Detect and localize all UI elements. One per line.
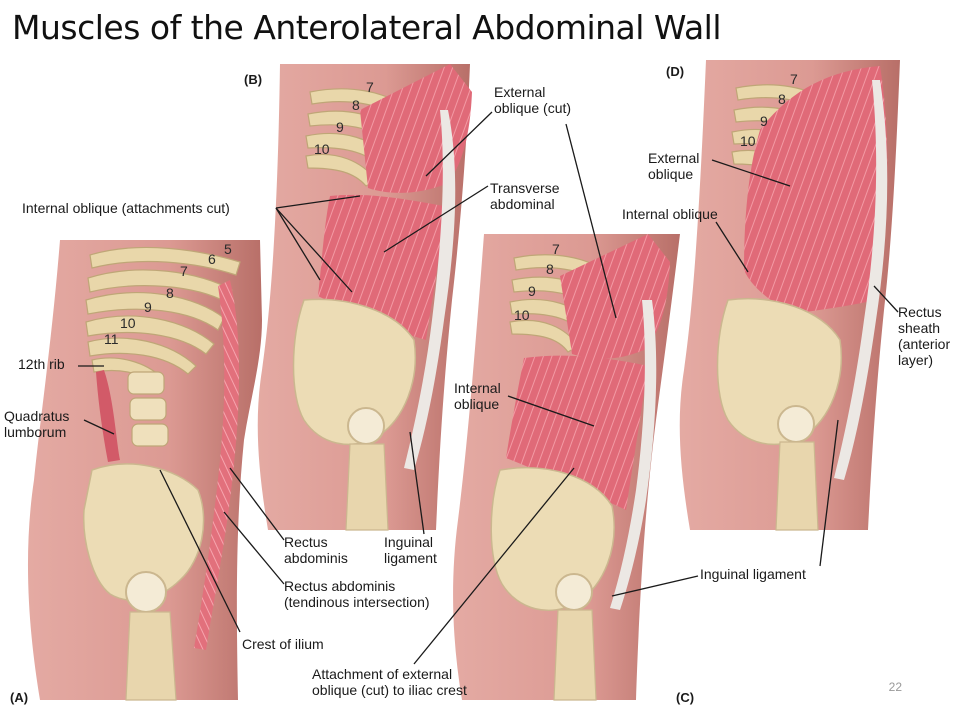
rib-number-b-7: 7 <box>366 79 374 95</box>
rib-number-b-10: 10 <box>314 141 330 157</box>
rib-number-d-10: 10 <box>740 133 756 149</box>
rib-number-a-11: 11 <box>104 331 119 347</box>
rib-number-a-7: 7 <box>180 263 188 279</box>
panel-d-figure: 7 8 9 10 <box>679 60 900 531</box>
label-rectus-abdominis-tendinous: Rectus abdominis(tendinous intersection) <box>284 578 430 610</box>
panel-label-d: (D) <box>666 64 685 79</box>
rib-number-d-8: 8 <box>778 91 786 107</box>
rib-number-c-10: 10 <box>514 307 530 323</box>
rib-number-c-7: 7 <box>552 241 560 257</box>
label-12th-rib: 12th rib <box>18 356 65 372</box>
rib-number-a-10: 10 <box>120 315 136 331</box>
panel-b-figure: 7 8 9 10 <box>257 64 472 531</box>
panel-label-c: (C) <box>676 690 695 705</box>
label-internal-oblique-attachments-cut: Internal oblique (attachments cut) <box>22 200 230 216</box>
rib-number-a-5: 5 <box>224 241 232 257</box>
rib-number-a-8: 8 <box>166 285 174 301</box>
label-inguinal-ligament-cd: Inguinal ligament <box>700 566 806 582</box>
rib-number-a-9: 9 <box>144 299 152 315</box>
panel-label-a: (A) <box>10 690 29 705</box>
label-crest-of-ilium: Crest of ilium <box>242 636 324 652</box>
rib-number-b-8: 8 <box>352 97 360 113</box>
rib-number-d-9: 9 <box>760 113 768 129</box>
page-number: 22 <box>888 680 902 694</box>
rib-number-c-8: 8 <box>546 261 554 277</box>
panel-c-figure: 7 8 9 10 <box>453 234 680 701</box>
rib-number-d-7: 7 <box>790 71 798 87</box>
panel-label-b: (B) <box>244 72 263 87</box>
panel-a-figure: 5 6 7 8 9 10 11 <box>27 240 263 701</box>
rib-number-a-6: 6 <box>208 251 216 267</box>
rib-number-b-9: 9 <box>336 119 344 135</box>
rib-number-c-9: 9 <box>528 283 536 299</box>
label-internal-oblique-d: Internal oblique <box>622 206 718 222</box>
slide-title: Muscles of the Anterolateral Abdominal W… <box>12 8 722 47</box>
leader-lines <box>78 111 899 665</box>
